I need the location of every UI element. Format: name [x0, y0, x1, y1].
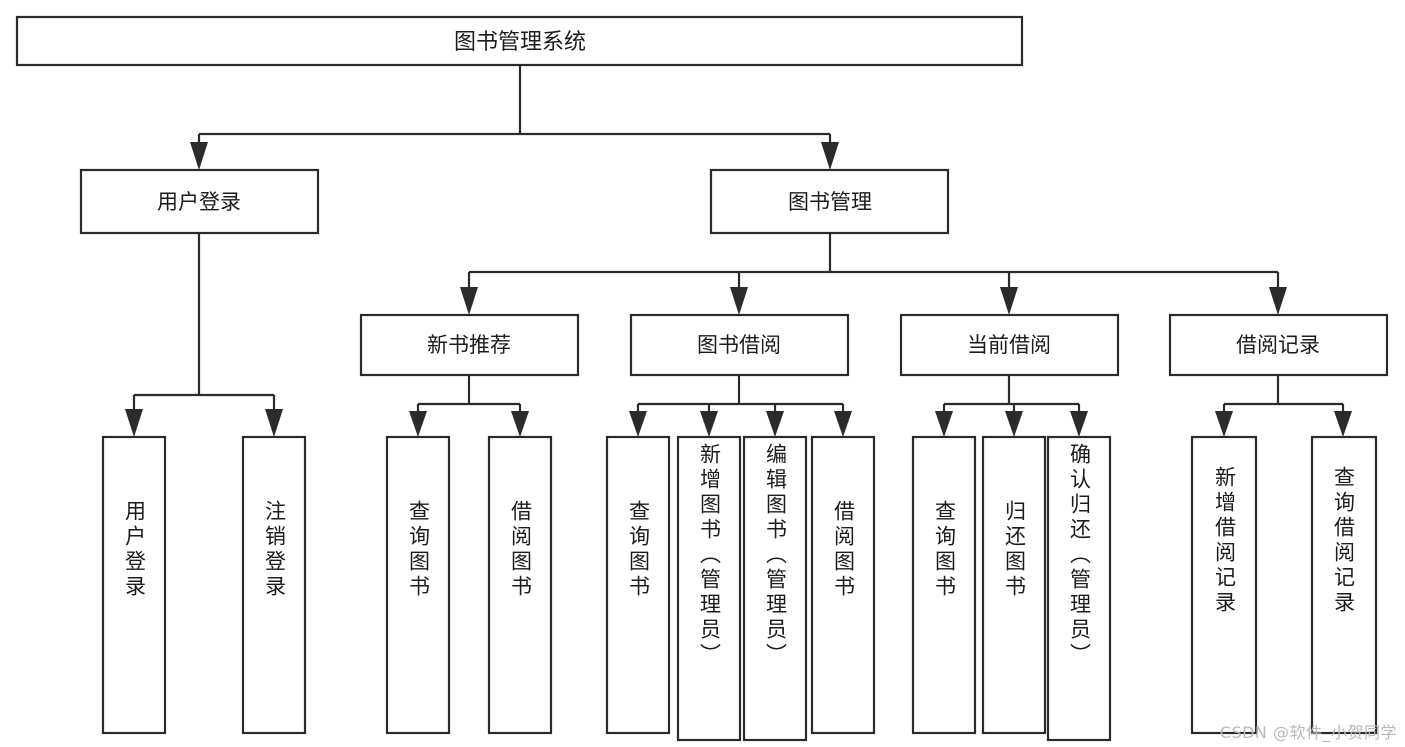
arrow-head-user-login — [190, 142, 208, 170]
arrow-head-leaf-user-login-1 — [125, 409, 143, 437]
node-book-borrow-box[interactable] — [629, 313, 850, 377]
node-user-login[interactable]: 用户登录 — [79, 168, 320, 235]
leaf-box-bb-2[interactable] — [676, 435, 742, 742]
arrow-head-leaf-cb-3 — [1070, 411, 1088, 437]
connector-group-current-borrow — [935, 375, 1088, 437]
connector-group-book-manage — [460, 233, 1287, 315]
arrow-head-leaf-bb-2 — [700, 411, 718, 437]
leaf-box-bb-4[interactable] — [810, 435, 876, 735]
leaf-box-cb-2[interactable] — [981, 435, 1047, 735]
node-current-borrow[interactable]: 当前借阅 — [899, 313, 1120, 377]
node-new-book-recommend-box[interactable] — [359, 313, 580, 377]
node-book-borrow-label: 图书借阅 — [697, 333, 781, 357]
node-borrow-record[interactable]: 借阅记录 — [1168, 313, 1389, 377]
node-new-book-recommend-label: 新书推荐 — [427, 333, 511, 357]
leaf-box-bb-3[interactable] — [742, 435, 808, 742]
node-book-borrow[interactable]: 图书借阅 — [629, 313, 850, 377]
arrow-head-leaf-bb-4 — [834, 411, 852, 437]
arrow-head-book-manage — [821, 142, 839, 170]
node-borrow-record-box[interactable] — [1168, 313, 1389, 377]
node-root-system-label: 图书管理系统 — [454, 30, 586, 55]
node-book-manage-box[interactable] — [709, 168, 950, 235]
node-book-manage-label: 图书管理 — [788, 190, 872, 214]
leaf-box-user-login-1[interactable] — [101, 435, 167, 735]
node-book-manage[interactable]: 图书管理 — [709, 168, 950, 235]
arrow-head-leaf-nbr-2 — [511, 411, 529, 437]
node-current-borrow-label: 当前借阅 — [967, 333, 1051, 357]
node-borrow-record-label: 借阅记录 — [1236, 333, 1320, 357]
leaf-box-br-2[interactable] — [1310, 435, 1378, 735]
connector-group-root — [190, 65, 839, 170]
node-new-book-recommend[interactable]: 新书推荐 — [359, 313, 580, 377]
arrow-head-leaf-user-login-2 — [265, 409, 283, 437]
arrow-head-leaf-br-2 — [1334, 411, 1352, 437]
arrow-head-leaf-cb-1 — [935, 411, 953, 437]
arrow-head-leaf-bb-1 — [629, 411, 647, 437]
node-user-login-label: 用户登录 — [157, 190, 241, 214]
arrow-head-leaf-cb-2 — [1005, 411, 1023, 437]
arrow-head-borrow-record — [1269, 287, 1287, 315]
csdn-watermark: CSDN @软件_小贺同学 — [1219, 723, 1397, 742]
arrow-head-current-borrow — [1000, 287, 1018, 315]
connector-group-new-book-recommend — [409, 375, 529, 437]
leaf-box-nbr-2[interactable] — [487, 435, 553, 735]
node-root-system-box[interactable] — [15, 15, 1024, 67]
leaf-box-br-1[interactable] — [1190, 435, 1258, 735]
arrow-head-leaf-br-1 — [1215, 411, 1233, 437]
node-current-borrow-box[interactable] — [899, 313, 1120, 377]
leaf-box-cb-3[interactable] — [1046, 435, 1112, 742]
node-root-system[interactable]: 图书管理系统 — [15, 15, 1024, 67]
connector-group-borrow-record — [1215, 375, 1352, 437]
node-user-login-box[interactable] — [79, 168, 320, 235]
arrow-head-book-borrow — [730, 287, 748, 315]
leaf-box-nbr-1[interactable] — [385, 435, 451, 735]
arrow-head-leaf-nbr-1 — [409, 411, 427, 437]
leaf-box-bb-1[interactable] — [605, 435, 671, 735]
arrow-head-leaf-bb-3 — [766, 411, 784, 437]
arrow-head-new-book-recommend — [460, 287, 478, 315]
leaf-box-user-login-2[interactable] — [241, 435, 307, 735]
connector-group-user-login — [125, 233, 283, 437]
connector-group-book-borrow — [629, 375, 852, 437]
leaf-box-cb-1[interactable] — [911, 435, 977, 735]
